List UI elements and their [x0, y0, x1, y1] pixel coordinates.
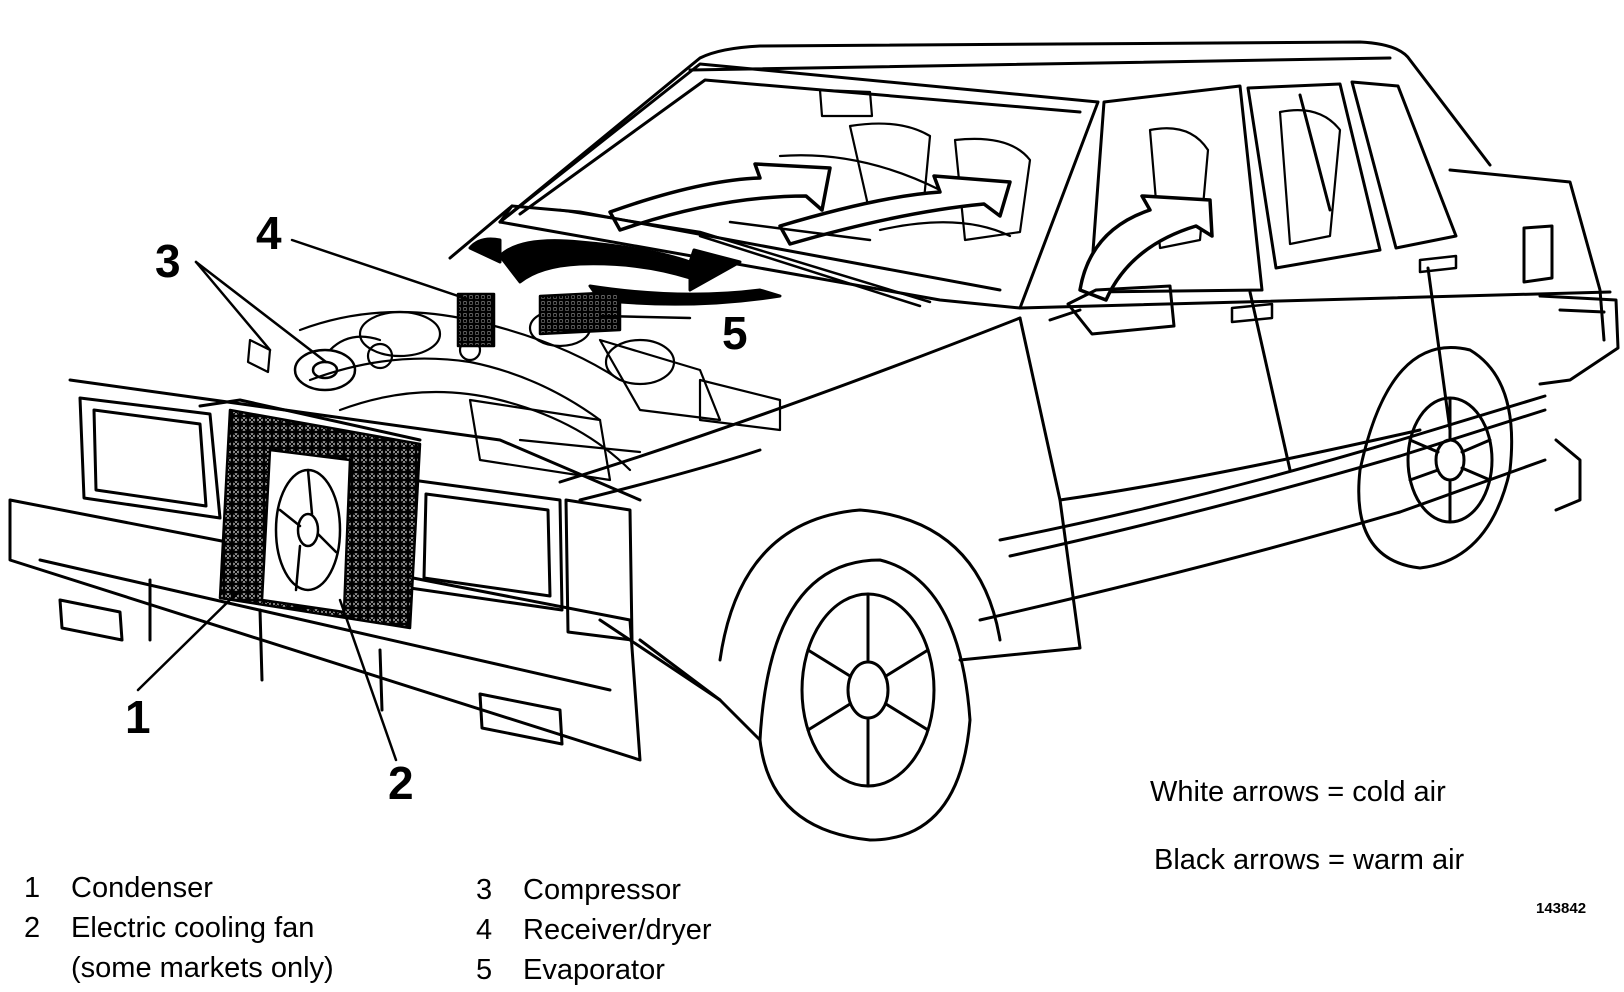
note-black-arrows: Black arrows = warm air: [1154, 844, 1465, 876]
warm-air-arrow: [468, 237, 782, 306]
legend-number: 2: [24, 912, 41, 944]
windshield: [498, 62, 1100, 310]
callout-3: 3: [155, 235, 181, 287]
legend-number: 1: [24, 872, 41, 904]
headlight-right: [408, 478, 564, 612]
fuel-door: [1522, 224, 1554, 284]
legend-number: 5: [476, 954, 493, 986]
side-windows: [1088, 80, 1458, 294]
interior-seats: [778, 88, 1342, 250]
legend-label: Receiver/dryer: [523, 914, 712, 946]
note-white-arrows: White arrows = cold air: [1150, 776, 1446, 808]
headlight-left: [78, 396, 222, 520]
callout-5: 5: [722, 307, 748, 359]
front-bumper: [8, 498, 722, 762]
leader-lines: [136, 238, 692, 762]
roof-outline: [498, 40, 1492, 224]
cold-air-arrow-1: [608, 162, 832, 232]
body-side: [958, 168, 1612, 662]
rear-bumper: [1538, 294, 1620, 512]
legend-label: Electric cooling fan: [71, 912, 315, 944]
evaporator-housing: [538, 290, 622, 336]
legend-label: Condenser: [71, 872, 213, 904]
rear-wheel: [1357, 346, 1514, 570]
callout-4: 4: [256, 207, 282, 259]
figure-number: 143842: [1536, 900, 1587, 917]
legend-label: Compressor: [523, 874, 681, 906]
legend-label: (some markets only): [71, 952, 334, 984]
callout-1: 1: [125, 691, 151, 743]
front-wheel: [718, 508, 1002, 842]
wiper-arms: [558, 208, 932, 308]
side-mirror: [1048, 284, 1176, 336]
callout-2: 2: [388, 757, 414, 809]
cold-air-arrow-2: [778, 174, 1012, 246]
hood: [448, 204, 1002, 292]
compressor: [293, 348, 357, 392]
door-handles: [1230, 254, 1458, 324]
cooling-fan: [260, 448, 352, 614]
legend-number: 4: [476, 914, 493, 946]
legend-number: 3: [476, 874, 493, 906]
receiver-dryer: [456, 292, 496, 348]
legend-label: Evaporator: [523, 954, 665, 986]
grille-frame: [68, 378, 642, 502]
cold-air-arrow-3: [1078, 194, 1214, 302]
